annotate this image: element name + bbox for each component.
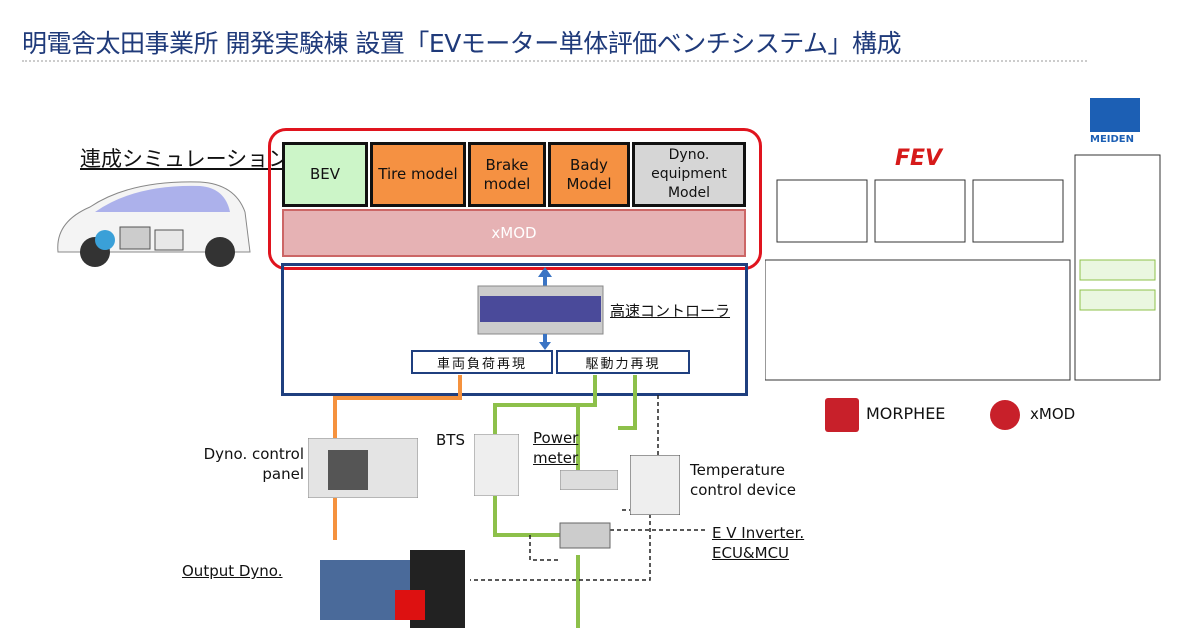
output-dyno-label: Output Dyno. xyxy=(182,562,283,580)
operator-console-drawing xyxy=(765,154,1161,381)
xmod-logo: xMOD xyxy=(1030,405,1076,423)
morphee-icon xyxy=(825,398,859,432)
model-body: Bady Model xyxy=(548,142,630,207)
inverter-image xyxy=(559,522,611,549)
model-label: BEV xyxy=(309,165,341,183)
model-dyno-equipment: Dyno. equipment Model xyxy=(632,142,746,207)
xmod-icon xyxy=(990,400,1020,430)
controller-frame xyxy=(281,263,748,396)
power-meter-image xyxy=(560,470,618,490)
meiden-logo-mark xyxy=(1090,98,1140,132)
simulation-frame xyxy=(268,128,762,270)
controller-label: 高速コントローラ xyxy=(610,302,731,320)
temperature-device-image xyxy=(630,455,680,515)
controller-arrows xyxy=(477,267,604,350)
model-tire: Tire model xyxy=(370,142,466,207)
xmod-layer: xMOD xyxy=(282,209,746,257)
model-label: Brake model xyxy=(483,155,531,193)
title-divider xyxy=(22,60,1087,62)
meiden-logo: MEIDEN xyxy=(1090,134,1135,145)
function-driving-force: 駆動力再現 xyxy=(556,350,690,374)
model-label: Tire model xyxy=(378,165,458,183)
morphee-logo: MORPHEE xyxy=(866,404,946,423)
model-label: Dyno. equipment Model xyxy=(651,147,727,201)
bts-image xyxy=(474,434,519,496)
inverter-label: E V Inverter. ECU&MCU xyxy=(712,524,805,562)
model-brake: Brake model xyxy=(468,142,546,207)
simulation-label: 連成シミュレーション xyxy=(80,147,290,171)
model-label: Bady Model xyxy=(566,155,612,193)
vehicle-illustration xyxy=(57,181,251,267)
function-vehicle-load: 車両負荷再現 xyxy=(411,350,553,374)
model-bev: BEV xyxy=(282,142,368,207)
dyno-panel-image xyxy=(308,438,418,498)
power-meter-label: Power meter xyxy=(533,429,579,467)
fev-logo: FEV xyxy=(895,146,943,171)
output-dyno-image xyxy=(320,550,465,628)
bts-label: BTS xyxy=(436,431,465,449)
page-title: 明電舎太田事業所 開発実験棟 設置「EVモーター単体評価ベンチシステム」構成 xyxy=(22,29,902,58)
dyno-panel-label: Dyno. control panel xyxy=(203,445,304,483)
temperature-label: Temperature control device xyxy=(690,461,797,499)
